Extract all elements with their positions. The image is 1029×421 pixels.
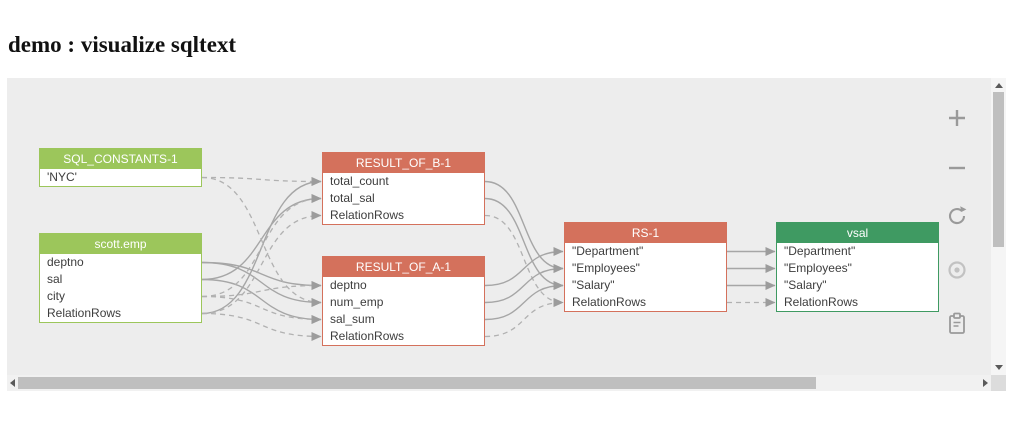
node-row[interactable]: city: [47, 289, 65, 303]
node-row[interactable]: RelationRows: [330, 329, 405, 343]
node-row[interactable]: "Department": [784, 244, 856, 258]
node-row[interactable]: num_emp: [330, 295, 384, 309]
zoom-in-button[interactable]: [945, 108, 969, 132]
minus-icon: [946, 157, 968, 184]
node-row[interactable]: "Employees": [784, 261, 852, 275]
node-row[interactable]: RelationRows: [47, 306, 122, 320]
scroll-down-arrow-icon[interactable]: [995, 365, 1003, 370]
node-result-of-b-1[interactable]: RESULT_OF_B-1 total_count total_sal Rela…: [322, 152, 485, 225]
node-title: scott.emp: [40, 234, 201, 254]
node-row[interactable]: "Salary": [572, 278, 615, 292]
node-row[interactable]: deptno: [47, 255, 84, 269]
locate-button[interactable]: [945, 260, 969, 284]
node-title: RESULT_OF_B-1: [323, 153, 484, 173]
vertical-scrollbar-thumb[interactable]: [993, 92, 1004, 247]
node-row[interactable]: sal_sum: [330, 312, 375, 326]
clipboard-icon: [947, 312, 967, 341]
node-row[interactable]: total_count: [330, 174, 389, 188]
vertical-scrollbar[interactable]: [991, 78, 1006, 375]
node-row[interactable]: "Salary": [784, 278, 827, 292]
horizontal-scrollbar-thumb[interactable]: [18, 377, 816, 389]
node-row[interactable]: sal: [47, 272, 63, 286]
node-row[interactable]: "Department": [572, 244, 644, 258]
node-row[interactable]: RelationRows: [330, 208, 405, 222]
node-result-of-a-1[interactable]: RESULT_OF_A-1 deptno num_emp sal_sum Rel…: [322, 256, 485, 346]
horizontal-scrollbar[interactable]: [7, 375, 991, 391]
node-sql-constants-1[interactable]: SQL_CONSTANTS-1 'NYC': [39, 148, 202, 187]
node-row[interactable]: 'NYC': [47, 170, 77, 184]
scroll-right-arrow-icon[interactable]: [983, 379, 988, 387]
node-title: RS-1: [565, 223, 726, 243]
copy-button[interactable]: [945, 312, 969, 341]
diagram-viewport: SQL_CONSTANTS-1 'NYC' scott.emp deptno s…: [7, 78, 1006, 391]
node-row[interactable]: deptno: [330, 278, 367, 292]
scroll-left-arrow-icon[interactable]: [10, 379, 15, 387]
plus-icon: [946, 107, 968, 134]
node-title: RESULT_OF_A-1: [323, 257, 484, 277]
scrollbar-corner: [991, 375, 1006, 391]
node-row[interactable]: "Employees": [572, 261, 640, 275]
node-row[interactable]: RelationRows: [784, 295, 859, 309]
node-rs-1[interactable]: RS-1 "Department" "Employees" "Salary" R…: [564, 222, 727, 312]
node-title: SQL_CONSTANTS-1: [40, 149, 201, 169]
scroll-up-arrow-icon[interactable]: [995, 83, 1003, 88]
node-row[interactable]: RelationRows: [572, 295, 647, 309]
diagram-canvas[interactable]: SQL_CONSTANTS-1 'NYC' scott.emp deptno s…: [7, 78, 991, 375]
zoom-out-button[interactable]: [945, 158, 969, 182]
node-row[interactable]: total_sal: [330, 191, 375, 205]
node-scott-emp[interactable]: scott.emp deptno sal city RelationRows: [39, 233, 202, 323]
node-vsal[interactable]: vsal "Department" "Employees" "Salary" R…: [776, 222, 939, 312]
page-title: demo : visualize sqltext: [8, 32, 237, 57]
refresh-button[interactable]: [945, 205, 969, 232]
locate-icon: [945, 258, 969, 287]
node-title: vsal: [777, 223, 938, 243]
refresh-icon: [946, 205, 968, 232]
